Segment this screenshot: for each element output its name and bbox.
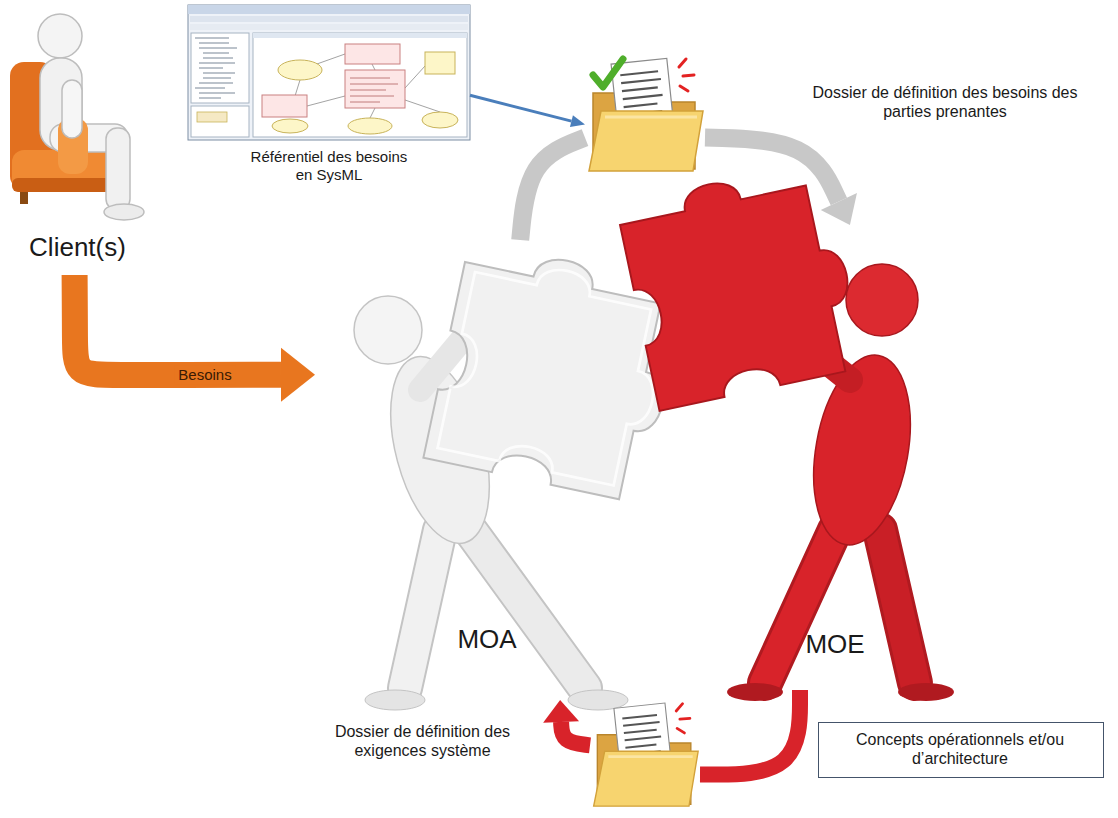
folder-icon-part <box>676 704 690 733</box>
needs-arrow <box>75 275 315 402</box>
return-arrow <box>543 700 590 745</box>
folder-icon-part <box>608 755 692 758</box>
client-illustration <box>10 14 144 220</box>
folder-icon-part <box>605 116 697 119</box>
node-label: Référentiel des besoins en SysML <box>244 148 414 184</box>
edge-label: Besoins <box>174 366 235 385</box>
folder-icon-part <box>594 751 699 806</box>
connector-line <box>705 138 839 202</box>
return-arrow <box>700 690 800 775</box>
screenshot-illustration-part <box>190 24 468 30</box>
connector-line <box>75 275 281 375</box>
moe-illustration-part <box>846 264 918 336</box>
flow-arc <box>705 138 857 225</box>
connector-line <box>470 95 571 121</box>
folder-icon <box>585 55 705 173</box>
moa-illustration-part <box>365 690 425 710</box>
screenshot-panel: Référentiel des besoins en SysML <box>188 5 470 197</box>
document-folder: Dossier de définition des exigences syst… <box>590 700 700 808</box>
flow-arc <box>520 138 585 240</box>
moa-illustration-part <box>568 690 628 710</box>
screenshot-illustration-part <box>272 119 308 133</box>
document-folder: Dossier de définition des besoins des pa… <box>585 55 705 173</box>
folder-icon-part <box>589 111 703 171</box>
client-illustration-part <box>106 128 130 210</box>
connector-line <box>561 722 590 745</box>
screenshot-illustration-part <box>422 112 458 128</box>
screenshot-illustration-part <box>345 70 405 108</box>
moe-illustration-part <box>765 530 835 683</box>
arrow-head <box>821 193 857 225</box>
screenshot-illustration-part <box>253 33 467 137</box>
screenshot-illustration-part <box>278 60 322 80</box>
moa-illustration-part <box>354 296 422 364</box>
moa-illustration <box>354 240 687 710</box>
screenshot-illustration-part <box>425 52 455 74</box>
screenshot-illustration-part <box>188 5 470 14</box>
node-label: Dossier de définition des exigences syst… <box>305 722 540 760</box>
moe-figure: MOE <box>640 225 960 690</box>
reference-arrow <box>470 95 585 127</box>
moe-illustration-part <box>880 530 915 683</box>
screenshot-illustration-part <box>197 112 227 122</box>
client-illustration-part <box>38 14 82 58</box>
screenshot-illustration-part <box>348 118 392 134</box>
edge-label-holder: Besoins <box>174 366 235 385</box>
moe-illustration-part <box>898 683 954 701</box>
folder-icon-part <box>593 59 623 87</box>
node-label: MOE <box>795 629 875 660</box>
node-label: Concepts opérationnels et/ou d’architect… <box>829 730 1091 768</box>
moe-illustration-part <box>765 530 835 683</box>
moe-illustration-part <box>880 530 915 683</box>
moa-illustration-part <box>470 530 585 688</box>
arrow-head <box>281 348 315 402</box>
client-illustration-part <box>62 80 82 138</box>
moa-illustration-part <box>405 530 440 688</box>
concept-box: Concepts opérationnels et/ou d’architect… <box>818 722 1104 778</box>
screenshot-illustration-part <box>253 33 467 38</box>
moa-illustration-part <box>470 530 585 688</box>
screenshot-illustration-part <box>191 33 249 103</box>
screenshot-illustration-part <box>188 5 470 140</box>
arrow-head <box>570 115 585 127</box>
node-label: Client(s) <box>5 232 150 263</box>
node-label: Dossier de définition des besoins des pa… <box>795 83 1095 121</box>
arrow-head <box>543 700 579 723</box>
client-illustration-part <box>104 204 144 220</box>
screenshot-illustration-part <box>191 106 249 137</box>
moe-illustration-part <box>727 683 783 701</box>
folder-icon-part <box>679 59 694 91</box>
moe-illustration <box>616 160 954 701</box>
screenshot-illustration-part <box>345 44 400 64</box>
screenshot-illustration <box>188 5 470 140</box>
screenshot-illustration-part <box>262 95 307 117</box>
screenshot-illustration-part <box>195 38 237 98</box>
screenshot-illustration-part <box>190 16 468 22</box>
client-figure: Client(s) <box>5 0 150 275</box>
moa-figure: MOA <box>315 240 600 700</box>
folder-icon <box>590 700 700 808</box>
connector-line <box>700 690 800 775</box>
connector-line <box>520 138 585 240</box>
node-label: MOA <box>447 624 527 655</box>
moa-illustration-part <box>405 530 440 688</box>
screenshot-illustration-part <box>350 78 398 102</box>
